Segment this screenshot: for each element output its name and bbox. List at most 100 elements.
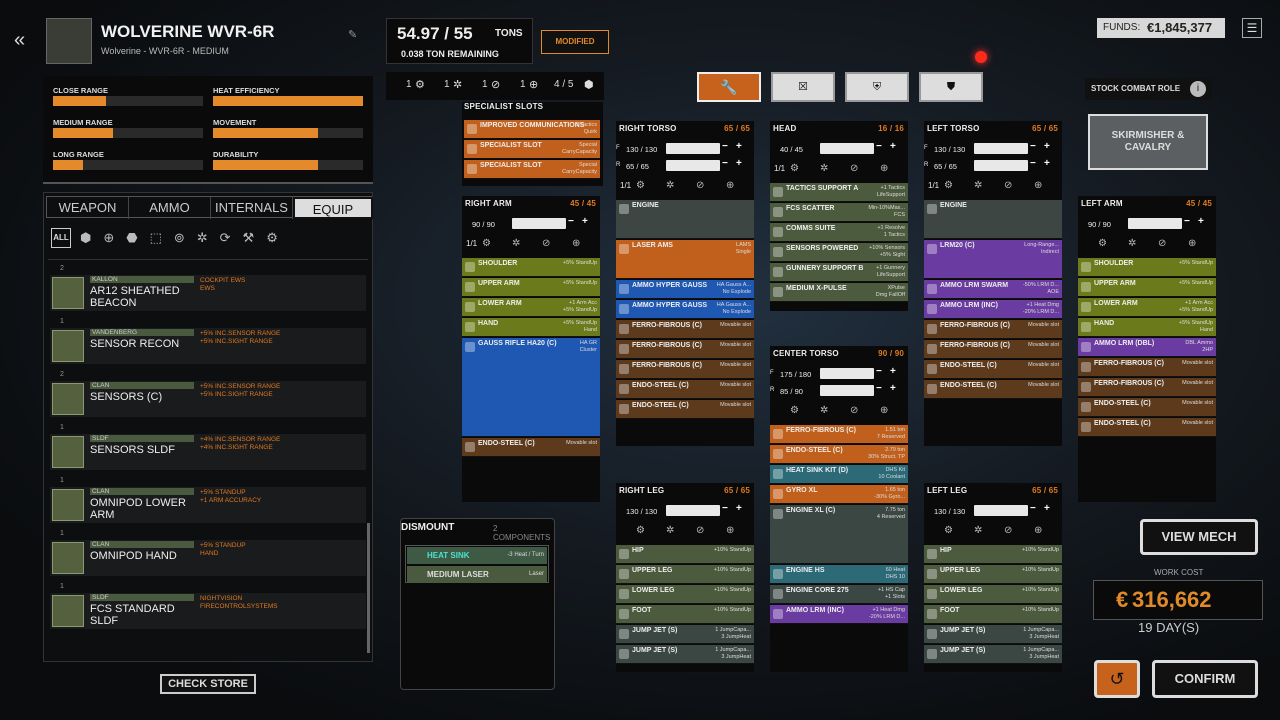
max-armor-button[interactable]: ⛊ bbox=[919, 72, 983, 102]
equipment-slot[interactable]: TACTICS SUPPORT A+1 Tactics LifeSupport bbox=[770, 183, 908, 202]
equipment-slot[interactable]: FOOT+10% StandUp bbox=[924, 605, 1062, 624]
armor-bar[interactable] bbox=[820, 385, 874, 396]
equipment-slot[interactable]: HAND+5% StandUp Hand bbox=[462, 318, 600, 337]
dismount-item[interactable]: MEDIUM LASER Laser bbox=[407, 566, 547, 583]
dismount-item[interactable]: HEAT SINK -3 Heat / Turn bbox=[407, 547, 547, 564]
equipment-slot[interactable]: LRM20 (C)Long-Range... Indirect bbox=[924, 240, 1062, 279]
armor-increase-button[interactable]: + bbox=[582, 216, 588, 227]
equipment-slot[interactable]: FERRO-FIBROUS (C)Movable slot bbox=[616, 340, 754, 359]
armor-decrease-button[interactable]: − bbox=[1030, 503, 1036, 514]
check-store-button[interactable]: CHECK STORE bbox=[160, 674, 256, 694]
equipment-slot[interactable]: UPPER ARM+5% StandUp bbox=[1078, 278, 1216, 297]
equipment-slot[interactable]: FERRO-FIBROUS (C)Movable slot bbox=[924, 320, 1062, 339]
equipment-slot[interactable]: ENDO-STEEL (C)Movable slot bbox=[924, 360, 1062, 379]
armor-bar[interactable] bbox=[512, 218, 566, 229]
equipment-slot[interactable]: GUNNERY SUPPORT B+1 Gunnery LifeSupport bbox=[770, 263, 908, 282]
equipment-slot[interactable]: FERRO-FIBROUS (C)Movable slot bbox=[924, 340, 1062, 359]
armor-increase-button[interactable]: + bbox=[890, 141, 896, 152]
armor-increase-button[interactable]: + bbox=[890, 383, 896, 394]
armor-decrease-button[interactable]: − bbox=[1184, 216, 1190, 227]
tab-weapon[interactable]: WEAPON bbox=[47, 197, 129, 219]
equipment-slot[interactable]: FERRO-FIBROUS (C)1.51 ton 7 Reserved bbox=[770, 425, 908, 444]
equipment-slot[interactable]: LOWER LEG+10% StandUp bbox=[924, 585, 1062, 604]
armor-decrease-button[interactable]: − bbox=[876, 366, 882, 377]
equipment-slot[interactable]: JUMP JET (S)1 JumpCapa... 3 JumpHeat bbox=[924, 645, 1062, 664]
equipment-slot[interactable]: ENDO-STEEL (C)Movable slot bbox=[1078, 398, 1216, 417]
equipment-slot[interactable]: LOWER LEG+10% StandUp bbox=[616, 585, 754, 604]
equipment-slot[interactable]: FERRO-FIBROUS (C)Movable slot bbox=[616, 320, 754, 339]
equipment-slot[interactable]: ENDO-STEEL (C)Movable slot bbox=[616, 400, 754, 419]
equipment-slot[interactable]: AMMO LRM SWARM-50% LRM D... AOE bbox=[924, 280, 1062, 299]
equipment-slot[interactable]: ENDO-STEEL (C)Movable slot bbox=[1078, 418, 1216, 437]
equipment-slot[interactable]: SHOULDER+5% StandUp bbox=[1078, 258, 1216, 277]
equipment-slot[interactable]: UPPER ARM+5% StandUp bbox=[462, 278, 600, 297]
armor-bar[interactable] bbox=[1128, 218, 1182, 229]
armor-decrease-button[interactable]: − bbox=[722, 503, 728, 514]
clear-mode-button[interactable]: ☒ bbox=[771, 72, 835, 102]
equipment-slot[interactable]: LOWER ARM+1 Arm Acc +5% StandUp bbox=[1078, 298, 1216, 317]
armor-bar[interactable] bbox=[666, 143, 720, 154]
equipment-slot[interactable]: ENDO-STEEL (C)Movable slot bbox=[616, 380, 754, 399]
armor-bar[interactable] bbox=[666, 505, 720, 516]
armor-bar[interactable] bbox=[820, 143, 874, 154]
equipment-slot[interactable]: ENDO-STEEL (C)Movable slot bbox=[462, 438, 600, 457]
info-icon[interactable]: i bbox=[1190, 81, 1206, 97]
armor-increase-button[interactable]: + bbox=[736, 141, 742, 152]
armor-decrease-button[interactable]: − bbox=[568, 216, 574, 227]
inventory-scrollbar[interactable] bbox=[367, 523, 370, 653]
edit-icon[interactable]: ✎ bbox=[348, 29, 358, 41]
equipment-slot[interactable]: HIP+10% StandUp bbox=[924, 545, 1062, 564]
armor-decrease-button[interactable]: − bbox=[1030, 158, 1036, 169]
equipment-slot[interactable]: ENDO-STEEL (C)2.79 ton 30% Struct. TP bbox=[770, 445, 908, 464]
equipment-slot[interactable]: AMMO LRM (INC)+1 Heat Dmg -20% LRM D... bbox=[770, 605, 908, 624]
equipment-slot[interactable]: FOOT+10% StandUp bbox=[616, 605, 754, 624]
filter-icons[interactable]: ⬢⊕⬣⬚⊚✲⟳⚒⚙ bbox=[80, 230, 290, 245]
armor-bar[interactable] bbox=[974, 160, 1028, 171]
armor-increase-button[interactable]: + bbox=[1198, 216, 1204, 227]
armor-bar[interactable] bbox=[666, 160, 720, 171]
armor-increase-button[interactable]: + bbox=[736, 158, 742, 169]
armor-decrease-button[interactable]: − bbox=[876, 383, 882, 394]
equipment-slot[interactable]: FERRO-FIBROUS (C)Movable slot bbox=[616, 360, 754, 379]
armor-increase-button[interactable]: + bbox=[1044, 503, 1050, 514]
armor-increase-button[interactable]: + bbox=[736, 503, 742, 514]
tab-equip[interactable]: EQUIP bbox=[293, 197, 373, 219]
menu-button[interactable]: ☰ bbox=[1242, 18, 1262, 38]
view-mech-button[interactable]: VIEW MECH bbox=[1140, 519, 1258, 555]
equipment-slot[interactable]: ENDO-STEEL (C)Movable slot bbox=[924, 380, 1062, 399]
equipment-slot[interactable]: JUMP JET (S)1 JumpCapa... 3 JumpHeat bbox=[616, 645, 754, 664]
confirm-button[interactable]: CONFIRM bbox=[1152, 660, 1258, 698]
armor-decrease-button[interactable]: − bbox=[876, 141, 882, 152]
armor-increase-button[interactable]: + bbox=[1044, 158, 1050, 169]
wrench-mode-button[interactable]: 🔧 bbox=[697, 72, 761, 102]
equipment-slot[interactable]: AMMO LRM (INC)+1 Heat Dmg -20% LRM D... bbox=[924, 300, 1062, 319]
equipment-slot[interactable]: ENGINE bbox=[924, 200, 1062, 239]
undo-button[interactable]: ↺ bbox=[1094, 660, 1140, 698]
armor-decrease-button[interactable]: − bbox=[1030, 141, 1036, 152]
armor-decrease-button[interactable]: − bbox=[722, 141, 728, 152]
armor-decrease-button[interactable]: − bbox=[722, 158, 728, 169]
equipment-slot[interactable]: HEAT SINK KIT (D)DHS Kit 10 Coolant bbox=[770, 465, 908, 484]
equipment-slot[interactable]: SENSORS POWERED+10% Sensors +5% Sight bbox=[770, 243, 908, 262]
equipment-slot[interactable]: AMMO LRM (DBL)DBL Ammo 2HP bbox=[1078, 338, 1216, 357]
equipment-slot[interactable]: HIP+10% StandUp bbox=[616, 545, 754, 564]
equipment-slot[interactable]: GAUSS RIFLE HA20 (C)HA GR Cluster bbox=[462, 338, 600, 437]
equipment-slot[interactable]: HAND+5% StandUp Hand bbox=[1078, 318, 1216, 337]
equipment-slot[interactable]: LOWER ARM+1 Arm Acc +5% StandUp bbox=[462, 298, 600, 317]
armor-bar[interactable] bbox=[974, 143, 1028, 154]
equipment-slot[interactable]: SHOULDER+5% StandUp bbox=[462, 258, 600, 277]
armor-bar[interactable] bbox=[974, 505, 1028, 516]
